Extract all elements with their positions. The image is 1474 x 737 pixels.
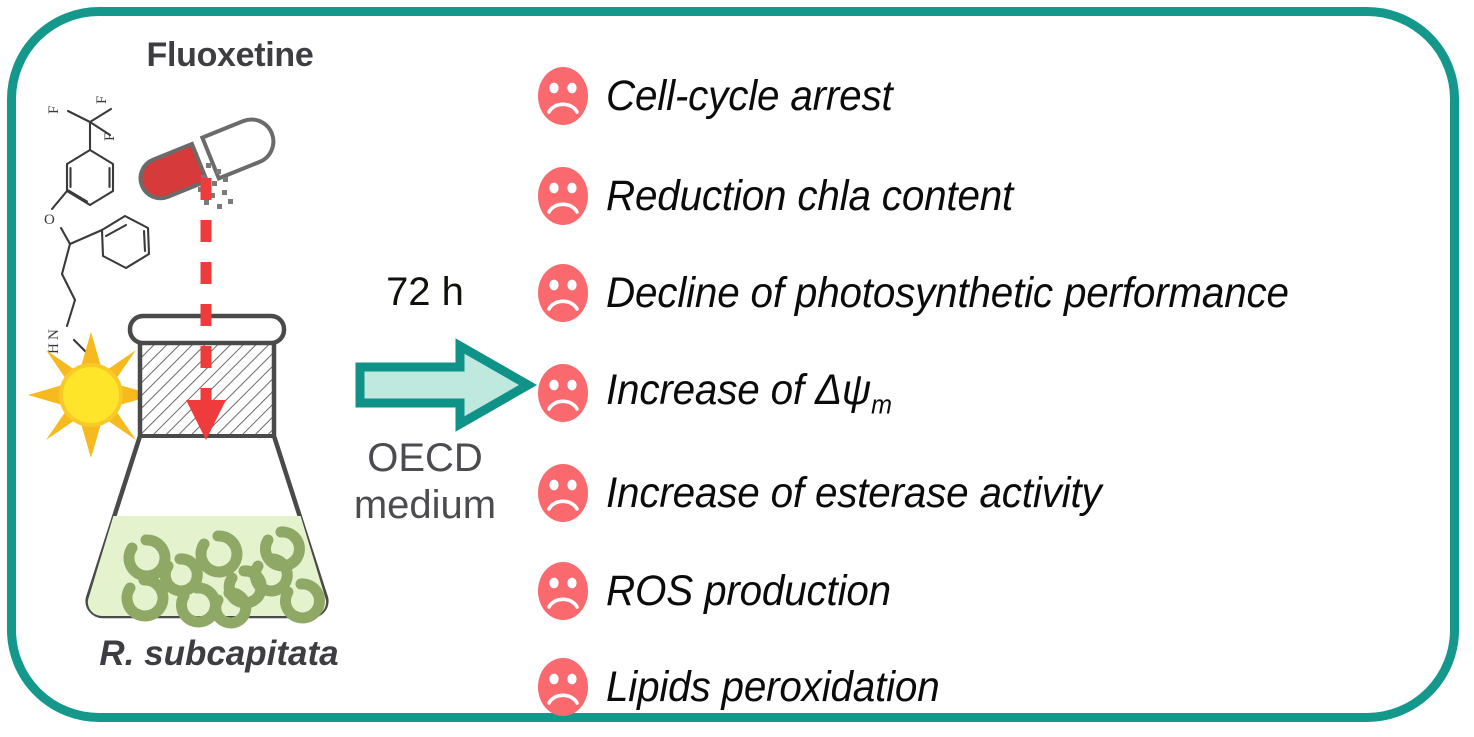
atom-label-h: H [46, 343, 62, 354]
capsule-icon [138, 117, 276, 209]
exposure-duration-label: 72 h [386, 270, 464, 314]
atom-label-n: N [46, 329, 62, 340]
dashed-dosing-arrow [186, 178, 226, 440]
effect-row-6: ROS production [534, 555, 909, 627]
effect-row-4: Increase of Δψm [534, 357, 910, 429]
effect-label-base: Increase of Δψ [606, 365, 872, 414]
flask-icon [85, 178, 329, 629]
medium-label: OECD medium [330, 435, 520, 529]
medium-line-1: OECD [367, 436, 483, 480]
effect-label: Lipids peroxidation [606, 662, 940, 711]
effect-label: Decline of photosynthetic performance [606, 268, 1289, 317]
sad-face-icon [534, 362, 606, 424]
sun-icon [28, 332, 154, 458]
left-panel: Fluoxetine [0, 0, 520, 737]
compound-title: Fluoxetine [146, 36, 314, 74]
process-column: 72 h OECD medium [330, 270, 530, 560]
effect-label: Increase of Δψm [606, 366, 892, 421]
species-label: R. subcapitata [99, 634, 339, 673]
process-arrow-right-icon [355, 338, 538, 432]
effects-list: Cell-cycle arrest Reduction chla content [534, 28, 1464, 718]
sad-face-icon [534, 262, 606, 324]
effect-row-2: Reduction chla content [534, 160, 1039, 232]
effect-row-3: Decline of photosynthetic performance [534, 257, 1332, 329]
effect-label: Reduction chla content [606, 171, 1014, 220]
sad-face-icon [534, 65, 606, 127]
medium-line-2: medium [353, 483, 497, 528]
effect-label-subscript: m [871, 389, 892, 420]
effect-label: ROS production [606, 566, 891, 615]
sad-face-icon [534, 462, 606, 524]
effect-label: Cell-cycle arrest [606, 71, 893, 120]
effect-label: Increase of esterase activity [606, 468, 1102, 517]
atom-label-f: F [102, 133, 118, 141]
algae-cells [121, 526, 325, 629]
sad-face-icon [534, 656, 606, 718]
sad-face-icon [534, 165, 606, 227]
effect-row-1: Cell-cycle arrest [534, 60, 911, 132]
sun-core [63, 367, 119, 423]
atom-label-f: F [94, 96, 110, 104]
fluoxetine-structure-icon: F F F O N H [44, 96, 151, 356]
atom-label-f: F [46, 106, 62, 114]
effect-row-5: Increase of esterase activity [534, 457, 1133, 529]
capsule-red-half [138, 141, 210, 201]
atom-label-o: O [44, 212, 55, 228]
capsule-white-half [199, 117, 276, 181]
sad-face-icon [534, 560, 606, 622]
effect-row-7: Lipids peroxidation [534, 651, 961, 723]
